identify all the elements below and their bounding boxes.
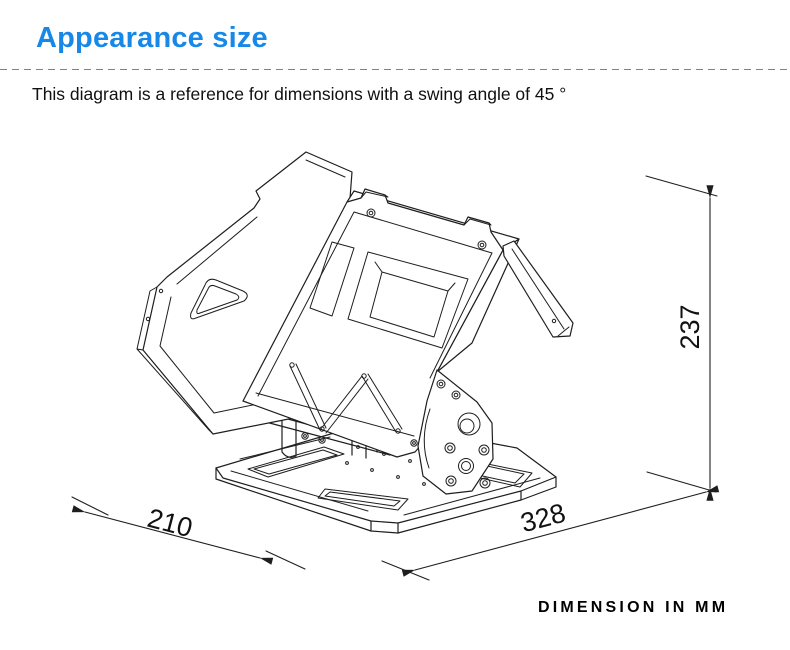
dimension-width: 328: [381, 485, 720, 581]
dim-width-label: 328: [517, 498, 568, 539]
dimension-depth: 210: [71, 496, 306, 570]
support-arm: [502, 240, 574, 338]
device-drawing: [136, 151, 574, 534]
dim-height-label: 237: [675, 304, 705, 349]
page-title: Appearance size: [36, 22, 268, 54]
description-text: This diagram is a reference for dimensio…: [32, 84, 567, 104]
unit-note: DIMENSION IN MM: [538, 599, 729, 616]
dim-depth-label: 210: [144, 503, 195, 543]
dimension-height: 237: [645, 175, 718, 501]
dashed-divider: [0, 69, 790, 70]
